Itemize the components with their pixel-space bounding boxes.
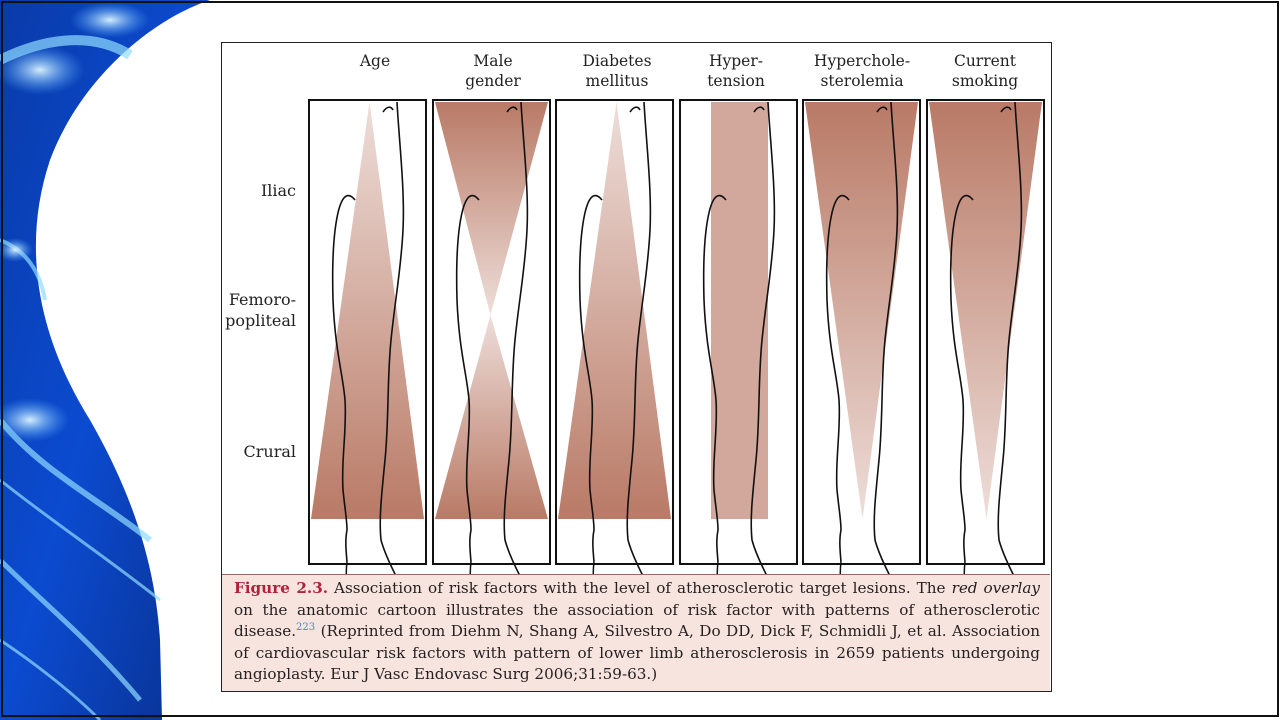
- risk-overlay: [558, 102, 671, 519]
- figure-caption: Figure 2.3. Association of risk factors …: [222, 574, 1050, 691]
- caption-text-3: (Reprinted from Diehm N, Shang A, Silves…: [234, 622, 1040, 683]
- risk-overlay: [311, 102, 424, 519]
- figure-panel: Age Male gender Diabetes mellitus Hyper-…: [221, 42, 1052, 692]
- leg-diagrams: [222, 43, 1050, 574]
- risk-overlay: [435, 315, 548, 519]
- risk-overlay: [711, 102, 768, 519]
- caption-text-1: Association of risk factors with the lev…: [328, 579, 952, 597]
- risk-overlay: [929, 102, 1042, 519]
- risk-overlay: [805, 102, 918, 519]
- caption-reference: 223: [296, 622, 315, 633]
- hip-line: [383, 107, 393, 112]
- caption-emphasis: red overlay: [952, 579, 1040, 597]
- hip-line: [630, 107, 640, 112]
- caption-label: Figure 2.3.: [234, 579, 328, 597]
- risk-overlay: [435, 102, 548, 315]
